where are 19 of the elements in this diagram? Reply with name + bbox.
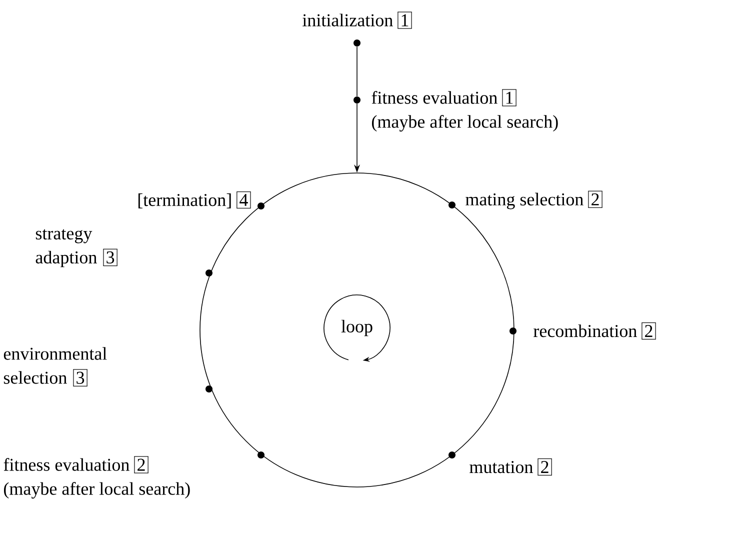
- dot: [206, 385, 212, 392]
- node-label: environmental selection 3: [4, 347, 107, 386]
- node-label: fitness evaluation 2 (maybe after local search): [4, 456, 190, 499]
- node-label: initialization 1: [302, 12, 412, 29]
- dot: [206, 269, 212, 276]
- node-label: fitness evaluation 1 (maybe after local search): [372, 89, 558, 132]
- node-label: mutation 2: [470, 458, 552, 476]
- dot: [258, 202, 264, 210]
- dot: [510, 327, 516, 334]
- dot: [258, 451, 264, 458]
- node-label: [termination] 4: [138, 191, 252, 209]
- node-label: recombination 2: [534, 322, 656, 340]
- dot: [448, 451, 456, 458]
- node-label: strategy adaption 3: [36, 229, 118, 268]
- loop-label: loop: [341, 320, 372, 336]
- dot: [354, 96, 360, 104]
- node-label: mating selection 2: [466, 190, 603, 210]
- dot: [448, 201, 456, 208]
- dot: [354, 39, 360, 46]
